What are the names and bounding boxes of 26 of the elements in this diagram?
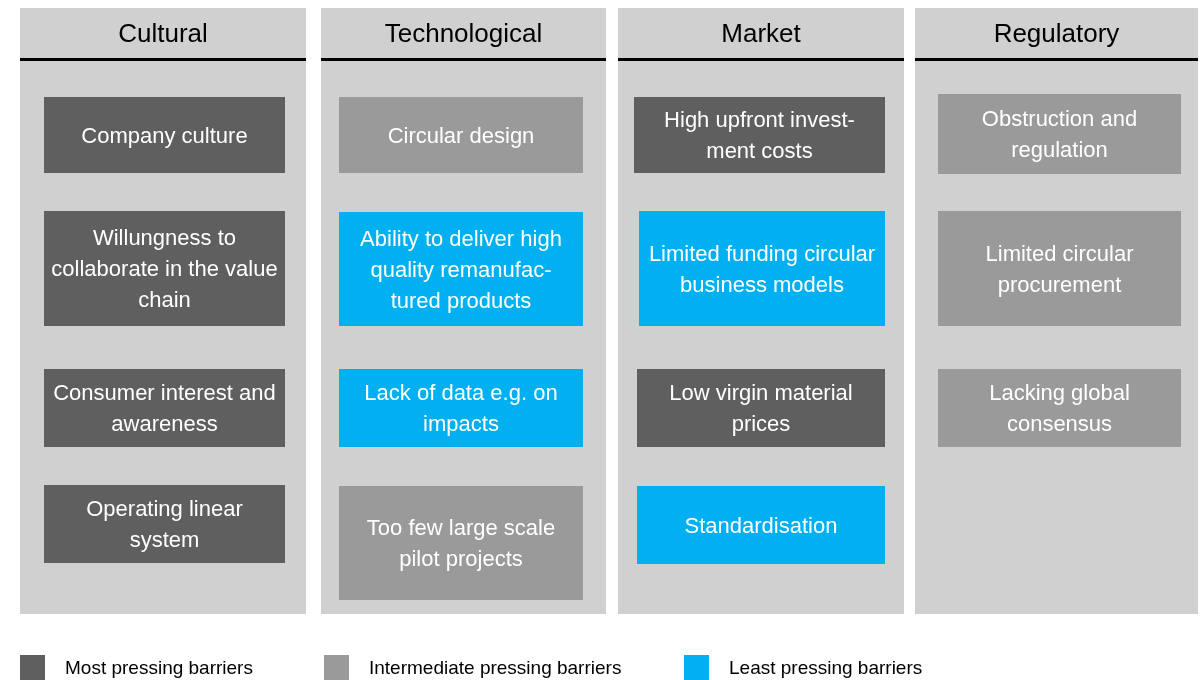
legend-label: Most pressing barriers	[65, 656, 253, 679]
column-panel	[915, 8, 1198, 614]
barrier-box: Limited circular procurement	[938, 211, 1181, 326]
barrier-box: Circular design	[339, 97, 583, 173]
barrier-box: Limited funding circular business models	[639, 211, 885, 326]
column-panel	[618, 8, 904, 614]
barrier-box: Lacking global consensus	[938, 369, 1181, 447]
column-panel	[20, 8, 306, 614]
barrier-box: Consumer interest and awareness	[44, 369, 285, 447]
barrier-box: Obstruction and regulation	[938, 94, 1181, 174]
barrier-box: Too few large scale pilot projects	[339, 486, 583, 600]
column-header: Cultural	[20, 8, 306, 61]
barrier-box: Standardisation	[637, 486, 885, 564]
barrier-box: Operating linear system	[44, 485, 285, 563]
barrier-box: Company culture	[44, 97, 285, 173]
column-header: Technological	[321, 8, 606, 61]
barrier-box: Lack of data e.g. on impacts	[339, 369, 583, 447]
barrier-box: High upfront invest- ment costs	[634, 97, 885, 173]
column-header: Market	[618, 8, 904, 61]
barrier-box: Willungness to collaborate in the value chain	[44, 211, 285, 326]
barrier-box: Ability to deliver high quality remanufac- tured products	[339, 212, 583, 326]
column-panel	[321, 8, 606, 614]
legend-label: Intermediate pressing barriers	[369, 656, 622, 679]
legend-label: Least pressing barriers	[729, 656, 923, 679]
barrier-box: Low virgin material prices	[637, 369, 885, 447]
column-header: Regulatory	[915, 8, 1198, 61]
